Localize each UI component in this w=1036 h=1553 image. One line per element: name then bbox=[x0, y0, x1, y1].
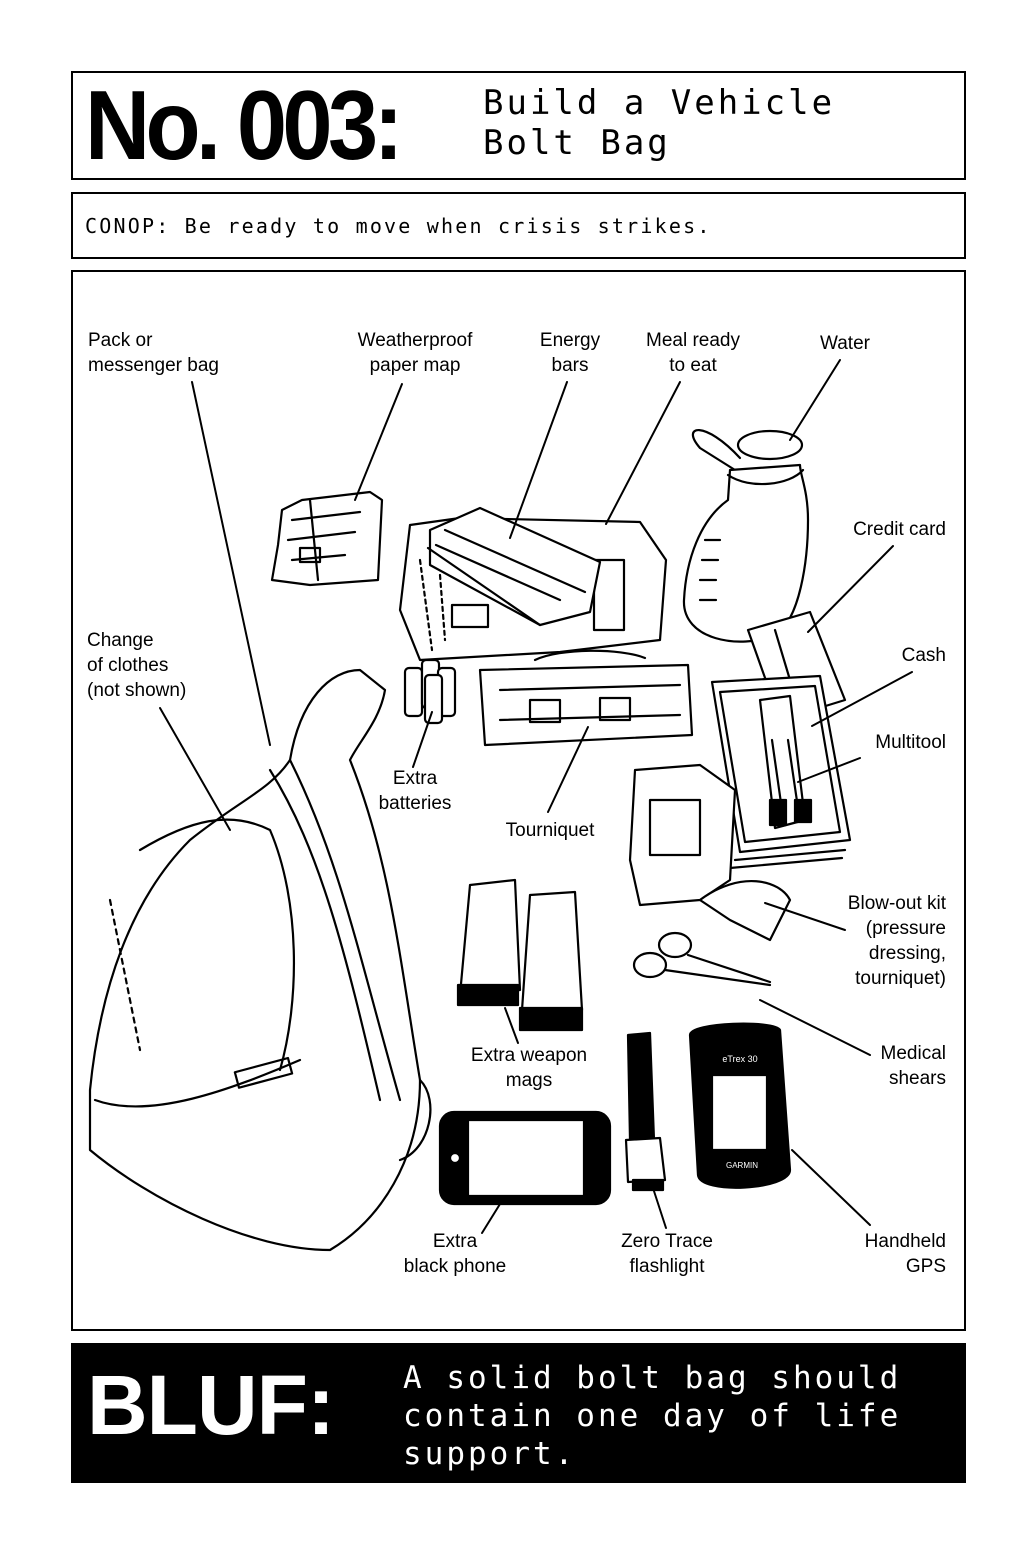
label-phone: Extra black phone bbox=[403, 1231, 507, 1277]
label-credit-card: Credit card bbox=[853, 519, 946, 540]
gps-icon: eTrex 30 GARMIN bbox=[688, 1022, 792, 1189]
batteries-icon bbox=[403, 658, 457, 725]
label-mre: Meal ready to eat bbox=[646, 330, 740, 376]
blowout-kit-icon bbox=[628, 763, 792, 942]
phone-icon bbox=[438, 1110, 612, 1206]
gps-model-text: eTrex 30 bbox=[722, 1054, 757, 1064]
title-box: No. 003: Build a Vehicle Bolt Bag bbox=[71, 70, 966, 180]
title-line-1: Build a Vehicle bbox=[483, 83, 836, 123]
tourniquet-icon bbox=[478, 649, 694, 747]
page-title: Build a Vehicle Bolt Bag bbox=[483, 83, 835, 163]
label-medical-shears: Medical shears bbox=[880, 1043, 946, 1089]
bluf-heading: BLUF: bbox=[87, 1358, 335, 1452]
map-icon bbox=[270, 490, 384, 587]
medical-shears-icon bbox=[632, 931, 772, 987]
bluf-box: BLUF: A solid bolt bag should contain on… bbox=[71, 1343, 966, 1483]
label-tourniquet: Tourniquet bbox=[505, 820, 595, 841]
label-map: Weatherproof paper map bbox=[357, 330, 473, 376]
label-blowout-kit: Blow-out kit (pressure dressing, tourniq… bbox=[847, 893, 946, 989]
conop-text: CONOP: Be ready to move when crisis stri… bbox=[85, 214, 712, 238]
leader-lines bbox=[159, 359, 913, 1234]
energy-bars-icon bbox=[426, 506, 602, 627]
flashlight-icon bbox=[624, 1031, 667, 1192]
label-weapon-mags: Extra weapon mags bbox=[470, 1045, 588, 1091]
label-gps: Handheld GPS bbox=[864, 1231, 946, 1277]
label-water: Water bbox=[820, 333, 870, 354]
issue-number: No. 003: bbox=[85, 70, 404, 180]
label-pack: Pack or messenger bag bbox=[88, 330, 219, 376]
conop-box: CONOP: Be ready to move when crisis stri… bbox=[71, 192, 966, 259]
gps-brand-text: GARMIN bbox=[726, 1161, 758, 1170]
water-bottle-icon bbox=[682, 429, 810, 643]
label-energy-bars: Energy bars bbox=[539, 330, 601, 376]
label-batteries: Extra batteries bbox=[378, 768, 452, 814]
bluf-text: A solid bolt bag should contain one day … bbox=[403, 1360, 902, 1472]
backpack-icon bbox=[88, 668, 432, 1252]
multitool-icon bbox=[758, 694, 813, 830]
label-flashlight: Zero Trace flashlight bbox=[621, 1231, 713, 1277]
label-change-clothes: Change of clothes (not shown) bbox=[87, 630, 187, 701]
label-cash: Cash bbox=[901, 645, 946, 666]
weapon-mags-icon bbox=[456, 878, 584, 1032]
label-multitool: Multitool bbox=[875, 732, 946, 753]
title-line-2: Bolt Bag bbox=[483, 123, 671, 163]
